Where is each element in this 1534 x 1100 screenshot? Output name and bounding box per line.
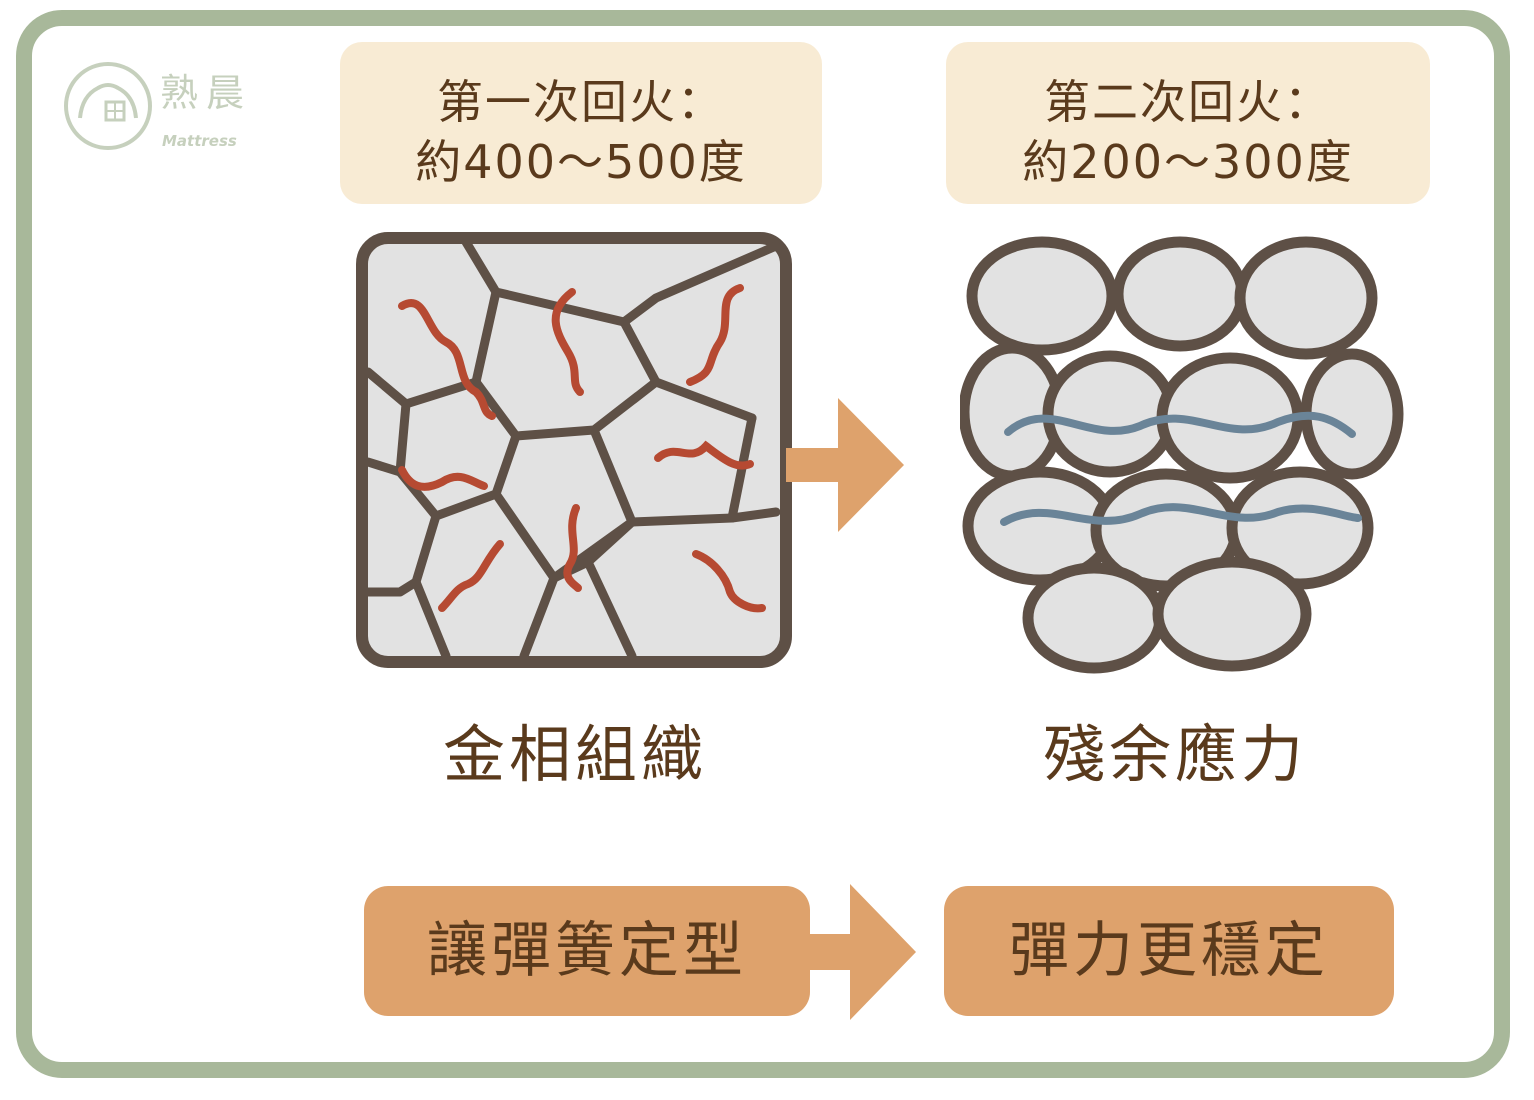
result-box-left: 讓彈簧定型 [364, 886, 810, 1016]
second-temper-range: 約200～300度 [1022, 135, 1354, 189]
first-temper-title: 第一次回火： [437, 75, 725, 129]
logo-name: 熟晨 [160, 71, 253, 115]
brand-logo: 熟晨 Mattress [60, 58, 260, 158]
logo-subtitle: Mattress [162, 132, 237, 150]
stress-cells [960, 236, 1404, 674]
first-temper-range: 約400～500度 [415, 135, 747, 189]
residual-stress-diagram [960, 236, 1404, 674]
red-stress-lines [398, 284, 766, 613]
left-caption: 金相組織 [442, 718, 707, 791]
arrow-right-bottom-icon [806, 884, 916, 1020]
grain-structure-diagram [356, 232, 792, 668]
right-caption: 殘余應力 [1042, 718, 1307, 791]
second-temper-title: 第二次回火： [1044, 75, 1332, 129]
house-logo-icon [64, 62, 152, 150]
second-temper-box: 第二次回火： 約200～300度 [946, 42, 1430, 204]
result-box-right: 彈力更穩定 [944, 886, 1394, 1016]
first-temper-box: 第一次回火： 約400～500度 [340, 42, 822, 204]
arrow-right-icon [786, 398, 904, 532]
blue-stress-waves [1000, 411, 1362, 526]
